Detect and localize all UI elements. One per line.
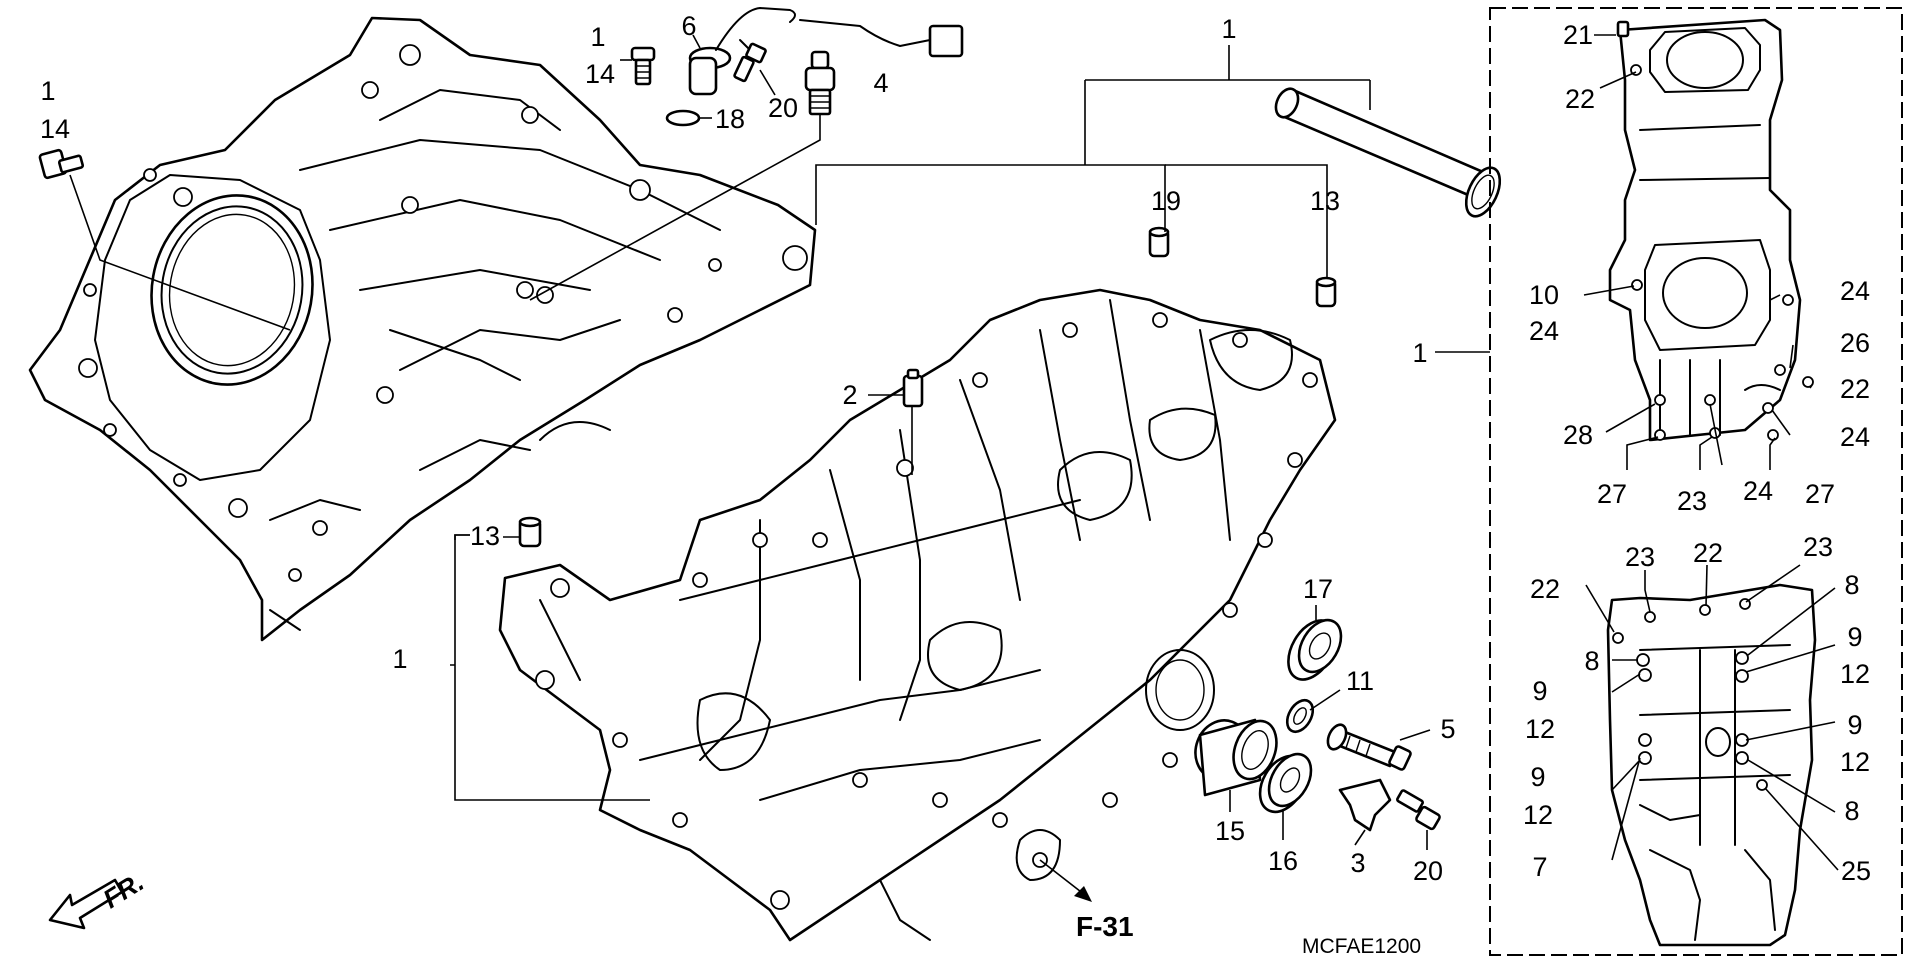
callout-15: 15 — [1215, 816, 1245, 846]
bearing-15 — [1194, 718, 1278, 797]
front-label: FR. — [98, 867, 149, 915]
reference-f31: F-31 — [1076, 911, 1134, 942]
inset-callout-22d: 22 — [1693, 538, 1723, 568]
inset-callout-23c: 23 — [1803, 532, 1833, 562]
inset-callout-8b: 8 — [1584, 646, 1599, 676]
upper-crankcase — [28, 16, 817, 642]
inset-callout-10: 10 — [1529, 280, 1559, 310]
dowel-13-right — [1315, 276, 1337, 308]
inset-callout-9b: 9 — [1532, 676, 1547, 706]
callout-1-left: 1 — [392, 644, 407, 674]
inset-callout-7: 7 — [1532, 852, 1547, 882]
inset-callout-8c: 8 — [1844, 796, 1859, 826]
leader-lines — [69, 34, 1490, 902]
inset-callout-12c: 12 — [1840, 747, 1870, 777]
bracket-3 — [1338, 778, 1392, 832]
inset-callout-12d: 12 — [1523, 800, 1553, 830]
bolt-20-bottom — [1396, 789, 1441, 831]
inset-callout-24b: 24 — [1840, 276, 1870, 306]
callout-labels: 1 14 1 14 6 18 20 4 1 19 13 2 13 1 17 11… — [40, 11, 1871, 886]
callout-2: 2 — [842, 380, 857, 410]
callout-20-bottom: 20 — [1413, 856, 1443, 886]
inset-callout-23b: 23 — [1625, 542, 1655, 572]
dowel-13-left — [518, 516, 542, 548]
inset-callout-9d: 9 — [1530, 762, 1545, 792]
callout-17: 17 — [1303, 574, 1333, 604]
inset-callout-12b: 12 — [1525, 714, 1555, 744]
callout-4: 4 — [873, 68, 888, 98]
lower-crankcase — [498, 288, 1337, 942]
inset-callout-8a: 8 — [1844, 570, 1859, 600]
callout-13-left: 13 — [470, 521, 500, 551]
bolt-20-top — [733, 42, 767, 83]
callout-1-bolt: 1 — [590, 22, 605, 52]
dowel-19 — [1148, 226, 1170, 258]
inset-callout-21: 21 — [1563, 20, 1593, 50]
inset-callout-27a: 27 — [1597, 479, 1627, 509]
inset-frame — [1489, 7, 1903, 956]
callout-1-inset: 1 — [1412, 338, 1427, 368]
plug-2 — [902, 368, 924, 408]
inset-callout-22b: 22 — [1840, 374, 1870, 404]
callout-13-right: 13 — [1310, 186, 1340, 216]
inset-callout-23a: 23 — [1677, 486, 1707, 516]
washer-11 — [1285, 698, 1315, 734]
inset-callout-26: 26 — [1840, 328, 1870, 358]
o-ring-18 — [665, 109, 701, 127]
front-direction-arrow — [48, 878, 124, 930]
inset-lower-case-view — [1606, 583, 1817, 947]
inset-callout-9c: 9 — [1847, 710, 1862, 740]
inset-leader-lines — [1583, 34, 1839, 871]
callout-1-top-left: 1 — [40, 76, 55, 106]
callout-16: 16 — [1268, 846, 1298, 876]
bearing-16 — [1258, 752, 1313, 814]
callout-1-main: 1 — [1221, 14, 1236, 44]
inset-callout-12a: 12 — [1840, 659, 1870, 689]
callout-5: 5 — [1440, 714, 1455, 744]
bolt-14-top — [630, 46, 656, 86]
inset-callout-27b: 27 — [1805, 479, 1835, 509]
switch-4 — [804, 50, 836, 116]
callout-14-top-left: 14 — [40, 114, 70, 144]
callout-14-bolt: 14 — [585, 59, 615, 89]
inset-callout-9a: 9 — [1847, 622, 1862, 652]
sensor-6 — [688, 7, 964, 96]
oil-pipe — [1274, 87, 1502, 218]
callout-20-top: 20 — [768, 93, 798, 123]
callout-3: 3 — [1350, 848, 1365, 878]
bearing-17 — [1287, 618, 1343, 681]
inset-callout-24d: 24 — [1743, 476, 1773, 506]
inset-callout-22c: 22 — [1530, 574, 1560, 604]
bolt-5 — [1326, 723, 1412, 771]
bolt-14-left — [38, 148, 85, 180]
inset-callout-24a: 24 — [1529, 316, 1559, 346]
diagram-code: MCFAE1200 — [1302, 935, 1421, 958]
callout-18: 18 — [715, 104, 745, 134]
inset-upper-case-view — [1608, 18, 1814, 442]
inset-callout-22a: 22 — [1565, 84, 1595, 114]
inset-callout-28: 28 — [1563, 420, 1593, 450]
inset-callout-24c: 24 — [1840, 422, 1870, 452]
callout-19: 19 — [1151, 186, 1181, 216]
callout-6: 6 — [681, 11, 696, 41]
inset-callout-25: 25 — [1841, 856, 1871, 886]
callout-11: 11 — [1346, 666, 1374, 696]
